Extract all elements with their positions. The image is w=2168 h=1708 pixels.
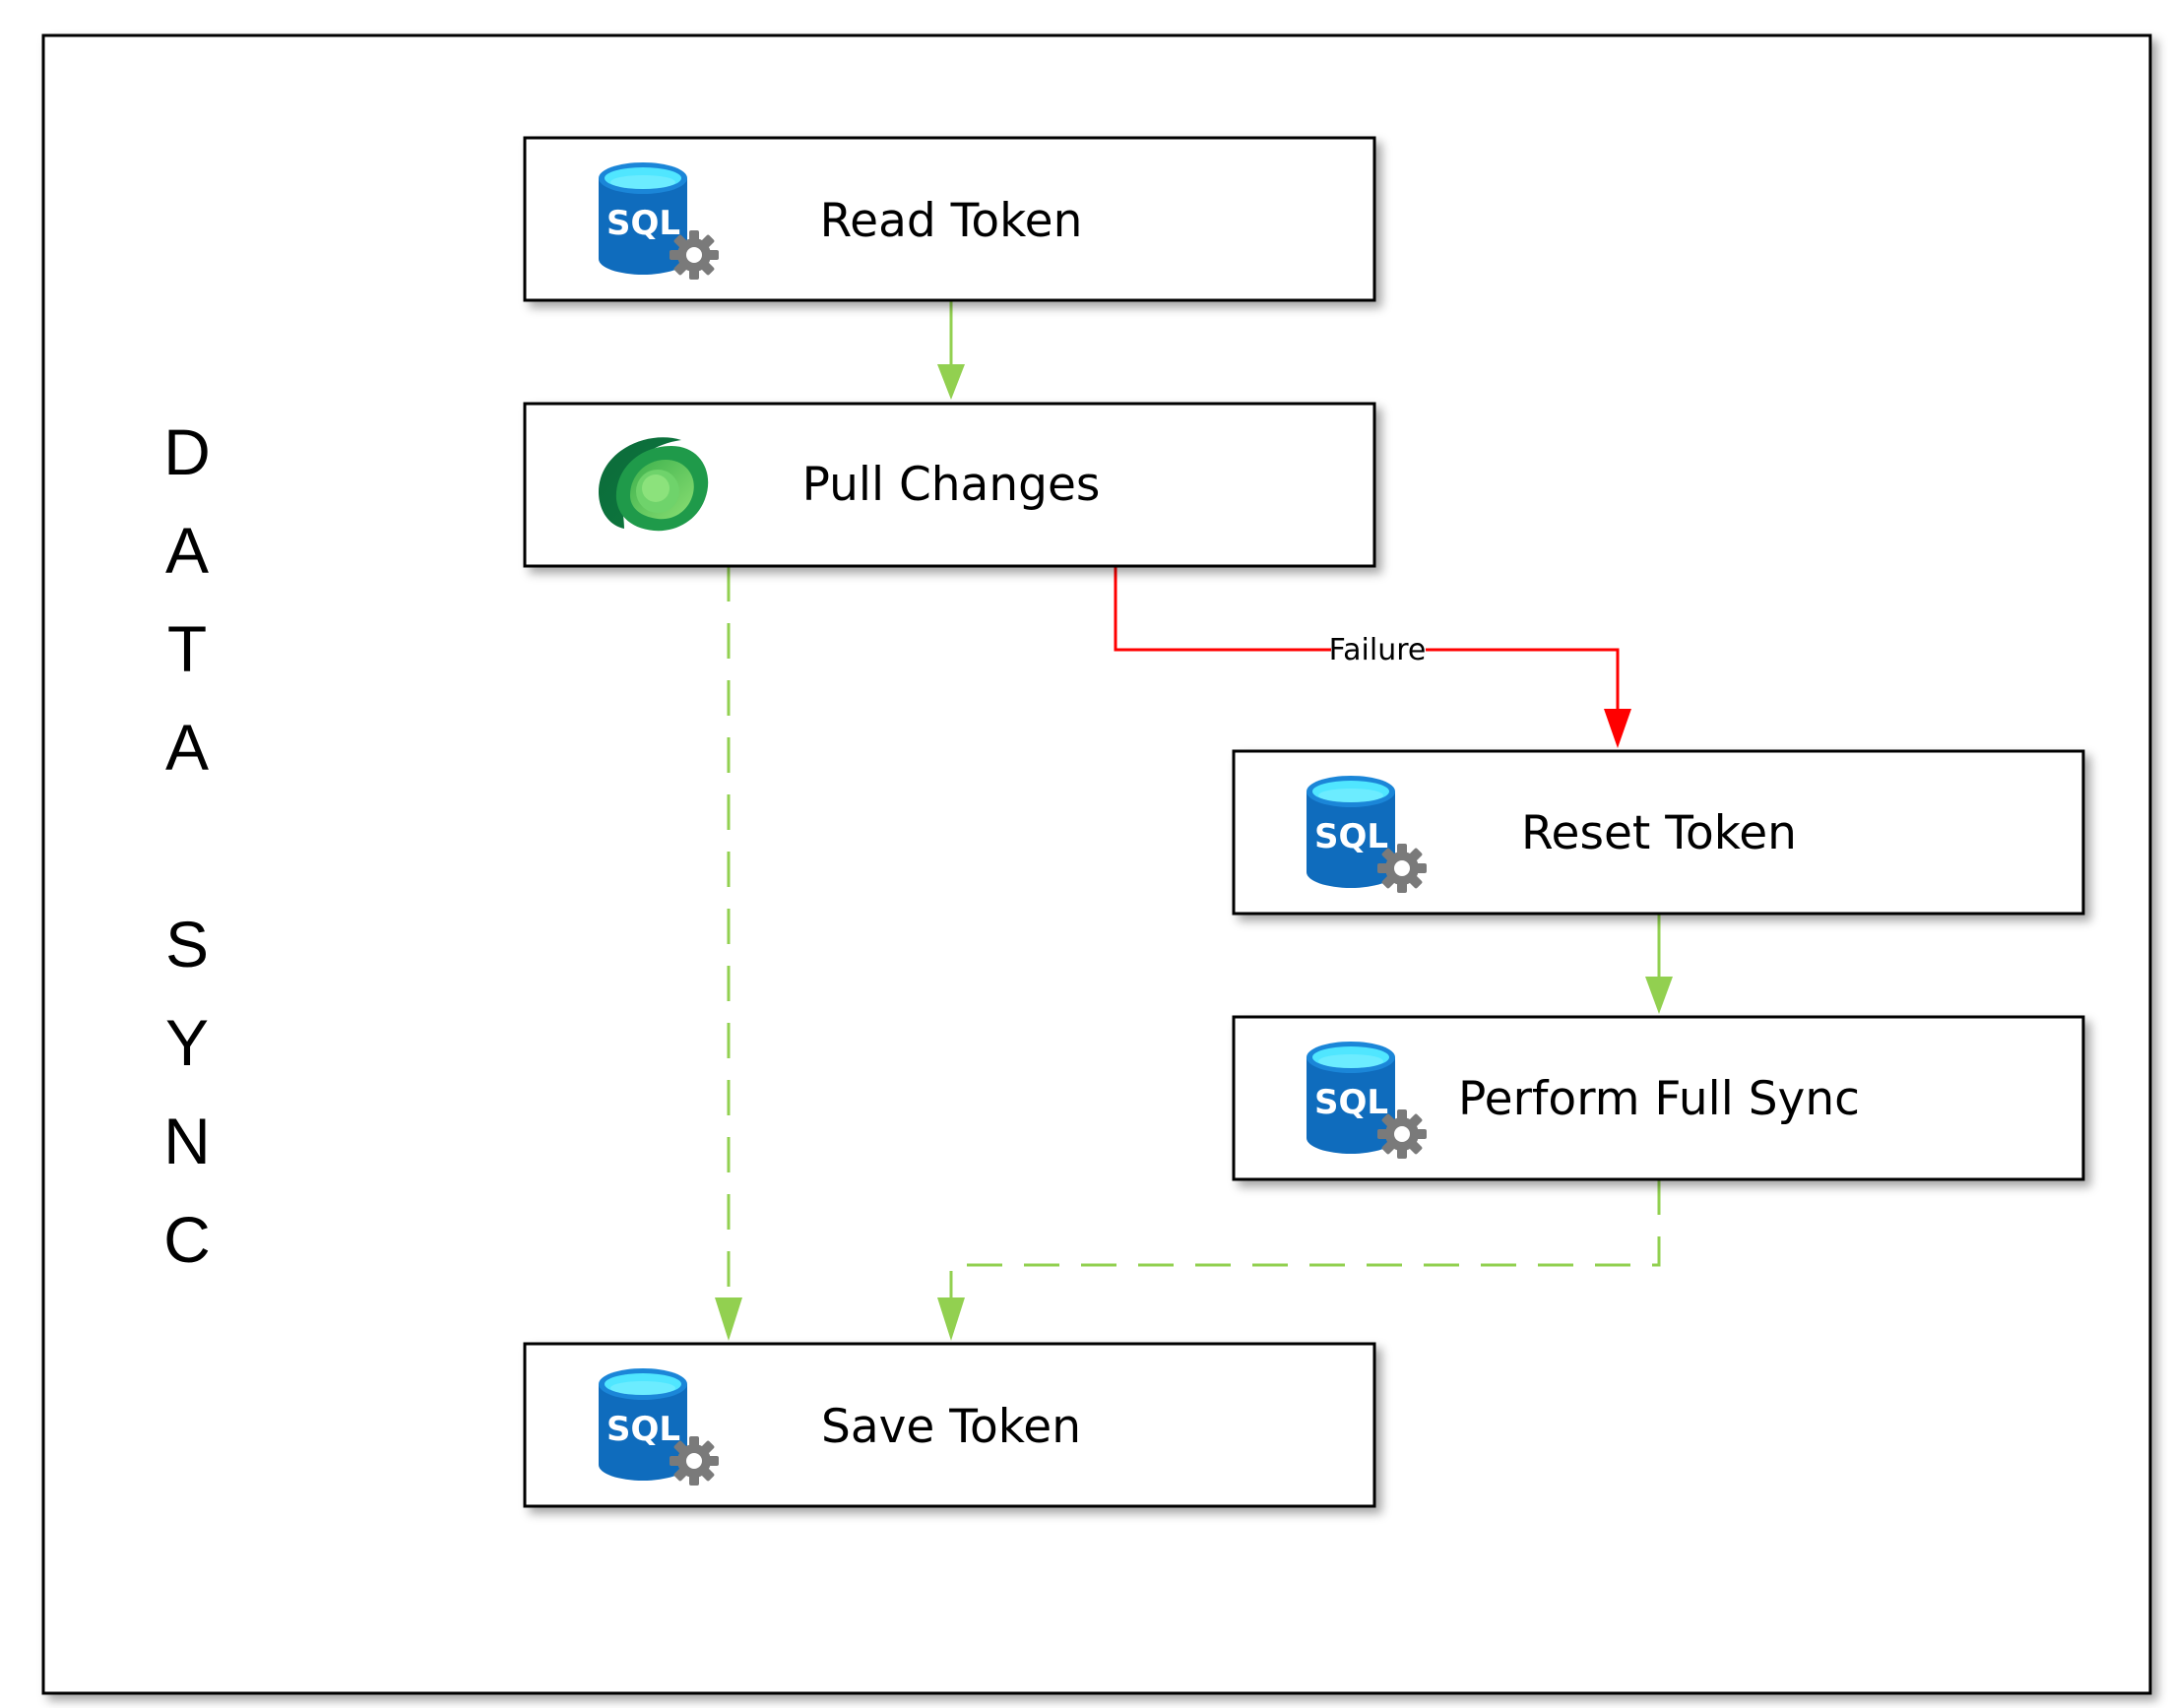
edge-reset-to-fullsync bbox=[1645, 914, 1673, 1014]
title-letter: S bbox=[165, 908, 209, 981]
title-letter: A bbox=[165, 514, 209, 587]
edge-label-failure: Failure bbox=[1329, 633, 1427, 667]
step-save-token[interactable]: Save Token bbox=[523, 1342, 1376, 1508]
step-label: Perform Full Sync bbox=[1458, 1072, 1860, 1126]
step-reset-token[interactable]: Reset Token bbox=[1232, 749, 2085, 916]
edge-pull-to-save-dashed bbox=[715, 566, 742, 1341]
vertical-title: D A T A S Y N C bbox=[163, 415, 211, 1276]
step-label: Save Token bbox=[821, 1400, 1081, 1454]
step-label: Reset Token bbox=[1521, 806, 1797, 860]
edge-read-to-pull bbox=[937, 300, 965, 400]
step-label: Read Token bbox=[820, 194, 1083, 248]
step-read-token[interactable]: Read Token bbox=[523, 136, 1376, 302]
title-letter: C bbox=[163, 1203, 211, 1276]
title-letter: D bbox=[163, 415, 211, 488]
title-letter: N bbox=[163, 1105, 211, 1177]
step-perform-full-sync[interactable]: Perform Full Sync bbox=[1232, 1015, 2085, 1181]
step-pull-changes[interactable]: Pull Changes bbox=[523, 402, 1376, 568]
edge-pull-to-reset-failure: Failure bbox=[1114, 566, 1631, 748]
title-letter: T bbox=[167, 612, 207, 685]
title-letter: Y bbox=[165, 1006, 209, 1079]
title-letter: A bbox=[165, 711, 209, 784]
step-label: Pull Changes bbox=[802, 458, 1101, 512]
edge-fullsync-to-save-dashed bbox=[937, 1179, 1661, 1341]
edges: Failure bbox=[715, 300, 1673, 1341]
